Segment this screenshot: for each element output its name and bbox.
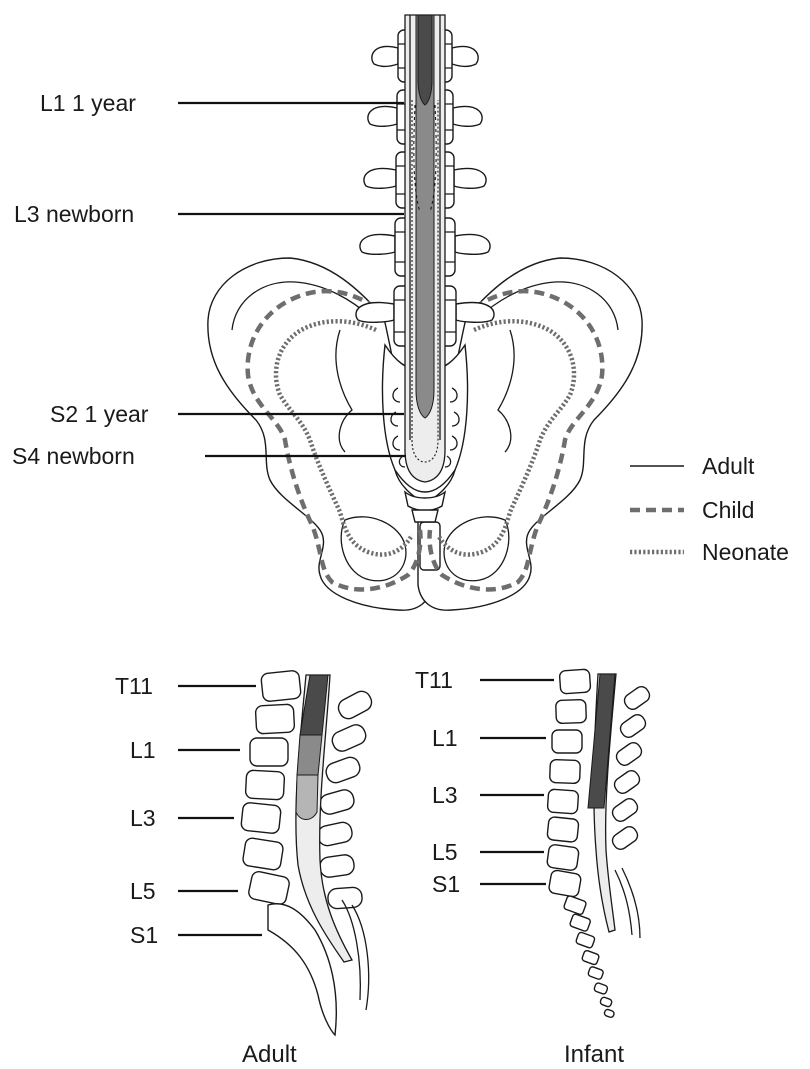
adult-vertebral-body	[242, 837, 284, 871]
infant-vertebral-body	[559, 669, 591, 694]
infant-spinous-process	[610, 824, 640, 852]
infant-vertebral-body	[547, 816, 579, 842]
adult-spinous-process	[318, 788, 356, 817]
infant-sacral-segment	[575, 932, 595, 949]
right-transverse-process	[452, 47, 478, 67]
legend-child-label: Child	[702, 497, 754, 523]
adult-vertebral-body	[241, 802, 282, 834]
infant-sacral-segment	[604, 1009, 615, 1018]
infant-cord-dark	[588, 674, 615, 808]
legend-adult-label: Adult	[702, 453, 755, 479]
infant-sacral-segment	[569, 913, 591, 931]
infant-sacral-segment	[581, 950, 599, 965]
label-s2-1year: S2 1 year	[50, 401, 149, 427]
infant-sacral-segment	[563, 895, 587, 915]
infant-vertebral-body	[552, 730, 582, 753]
right-transverse-process	[456, 303, 494, 323]
infant-label-s1: S1	[432, 871, 460, 897]
infant-label-t11: T11	[415, 667, 453, 693]
infant-label-l5: L5	[432, 839, 458, 865]
left-transverse-process	[368, 107, 397, 127]
infant-sacral-segment	[594, 982, 609, 994]
legend: Adult Child Neonate	[630, 453, 789, 565]
infant-vertebral-body	[547, 789, 579, 814]
adult-spinous-process	[329, 722, 368, 754]
infant-label-l3: L3	[432, 782, 458, 808]
adult-vertebral-body	[255, 704, 294, 734]
adult-spinous-process	[319, 854, 355, 879]
adult-vertebral-body	[261, 670, 302, 702]
adult-label-s1: S1	[130, 922, 158, 948]
label-s4-newborn: S4 newborn	[12, 443, 135, 469]
infant-spinous-process	[614, 740, 644, 768]
infant-vertebral-body	[556, 699, 587, 723]
adult-cord-mid	[297, 735, 322, 775]
adult-label-t11: T11	[115, 673, 153, 699]
adult-label-l3: L3	[130, 805, 156, 831]
left-transverse-process	[364, 169, 396, 189]
legend-neonate-label: Neonate	[702, 539, 789, 565]
infant-vertebral-body	[546, 844, 579, 871]
infant-spinous-process	[610, 796, 640, 824]
label-l1-1year: L1 1 year	[40, 90, 136, 116]
infant-label-l1: L1	[432, 725, 458, 751]
left-transverse-process	[372, 47, 398, 67]
coccyx	[405, 492, 445, 511]
infant-spinous-process	[618, 712, 648, 740]
adult-spinous-process	[316, 821, 353, 848]
right-transverse-process	[455, 235, 490, 255]
adult-label-l5: L5	[130, 878, 156, 904]
infant-sagittal-spine	[546, 669, 652, 1018]
infant-sacral-segment	[600, 996, 613, 1007]
adult-label-l1: L1	[130, 737, 156, 763]
label-l3-newborn: L3 newborn	[14, 201, 134, 227]
adult-vertebral-body	[245, 770, 284, 800]
right-transverse-process	[453, 107, 482, 127]
adult-sagittal-spine	[241, 670, 375, 1035]
left-transverse-process	[360, 235, 395, 255]
adult-cord-light	[296, 775, 318, 820]
left-transverse-process	[356, 303, 394, 323]
adult-vertebral-body	[250, 738, 288, 766]
infant-sacral-segment	[587, 966, 604, 980]
caption-adult: Adult	[242, 1041, 297, 1068]
infant-vertebral-body	[550, 759, 581, 783]
caption-infant: Infant	[564, 1041, 624, 1068]
right-transverse-process	[454, 169, 486, 189]
adult-spinous-process	[324, 755, 363, 785]
spinal-cord-adult-zone	[418, 15, 432, 105]
adult-vertebral-body	[248, 870, 291, 905]
infant-vertebral-body	[548, 870, 582, 898]
infant-spinous-process	[612, 768, 642, 796]
infant-spinous-process	[622, 684, 652, 712]
adult-spinous-process	[335, 688, 374, 722]
